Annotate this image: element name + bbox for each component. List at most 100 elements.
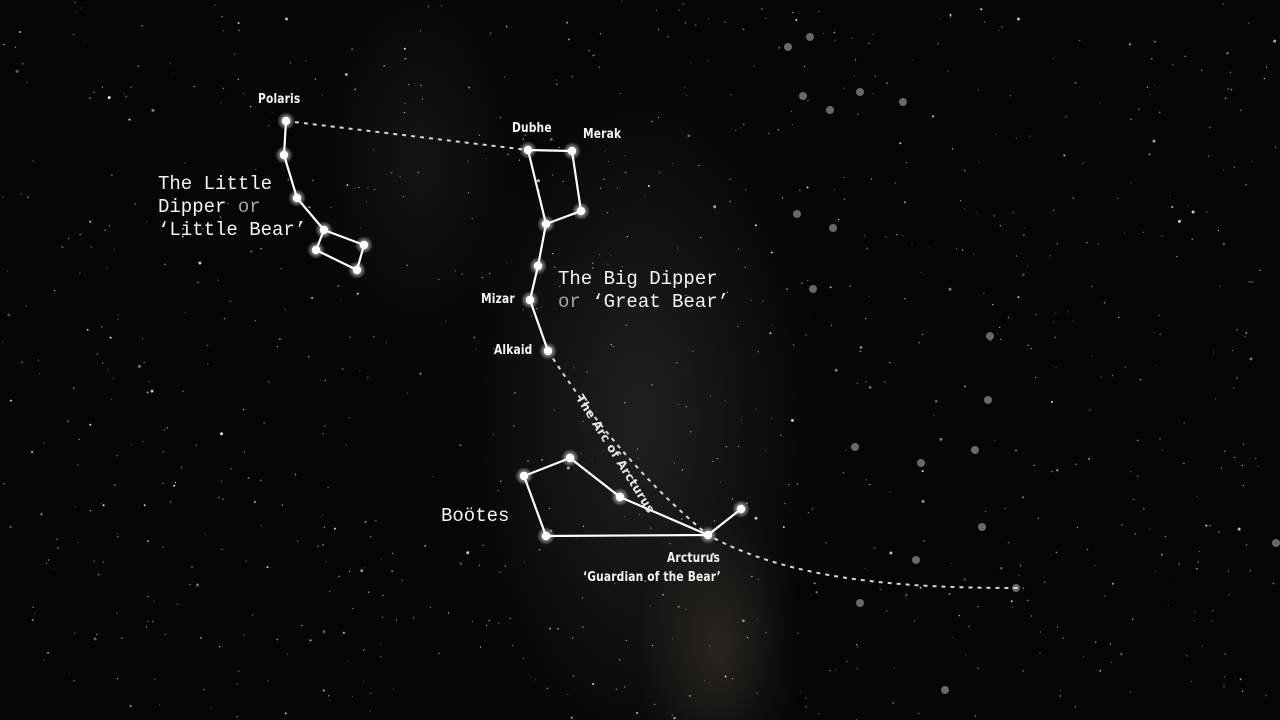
- background-star: [616, 187, 619, 189]
- background-star: [546, 687, 548, 690]
- background-star: [607, 160, 610, 162]
- little-dipper-line2: Dipper or: [158, 196, 306, 219]
- background-star: [1151, 58, 1153, 60]
- background-star: [1050, 401, 1053, 403]
- background-star: [654, 703, 656, 705]
- background-star: [438, 278, 440, 281]
- background-star: [1223, 169, 1225, 172]
- background-star: [865, 479, 867, 481]
- background-star: [73, 34, 75, 36]
- background-star: [1142, 231, 1144, 233]
- background-star: [1091, 355, 1093, 357]
- background-star: [1020, 565, 1022, 567]
- background-star: [1063, 154, 1066, 157]
- background-star: [549, 137, 553, 141]
- background-star: [1255, 457, 1257, 460]
- background-star: [698, 164, 700, 167]
- background-star: [117, 678, 119, 680]
- background-star: [849, 285, 851, 287]
- background-star: [112, 377, 115, 379]
- background-star: [1054, 336, 1056, 338]
- background-star: [999, 326, 1001, 328]
- background-star: [948, 593, 951, 595]
- big-dipper-star: [533, 261, 543, 271]
- background-star: [838, 218, 840, 221]
- background-star: [1138, 108, 1140, 110]
- background-star: [1029, 135, 1031, 137]
- background-star: [146, 391, 149, 394]
- merak-label: Merak: [583, 127, 622, 142]
- faded-stars: [784, 33, 1280, 694]
- background-star: [1010, 95, 1012, 97]
- background-star: [363, 649, 365, 651]
- background-star: [667, 36, 669, 38]
- background-star: [271, 111, 273, 113]
- background-star: [707, 18, 710, 20]
- background-star: [1066, 311, 1069, 313]
- background-star: [1112, 375, 1114, 377]
- background-star: [557, 627, 560, 630]
- mizar-label: Mizar: [481, 292, 515, 307]
- background-star: [687, 134, 691, 138]
- background-star: [238, 670, 240, 673]
- background-star: [488, 619, 490, 622]
- background-star: [382, 595, 384, 597]
- background-star: [597, 425, 599, 427]
- background-star: [1039, 631, 1041, 633]
- background-star: [784, 503, 786, 505]
- background-star: [995, 133, 997, 135]
- background-star: [895, 182, 897, 184]
- background-star: [1244, 336, 1246, 338]
- background-star: [328, 699, 331, 701]
- background-star: [56, 538, 59, 541]
- background-star: [1266, 66, 1268, 68]
- background-star: [1225, 97, 1227, 99]
- background-star: [629, 473, 631, 475]
- background-star: [822, 32, 824, 34]
- background-star: [1022, 496, 1025, 499]
- background-star: [93, 91, 95, 93]
- background-star: [1227, 88, 1229, 90]
- background-star: [220, 102, 222, 104]
- background-star: [1030, 348, 1032, 350]
- background-star: [677, 404, 680, 406]
- background-star: [75, 11, 77, 13]
- background-star: [868, 42, 870, 44]
- background-star: [624, 686, 626, 688]
- background-star: [592, 683, 595, 685]
- background-star: [202, 228, 204, 230]
- background-star: [939, 18, 941, 20]
- background-star: [829, 670, 831, 672]
- background-star: [919, 586, 922, 589]
- background-star: [610, 344, 613, 346]
- background-star: [359, 370, 361, 372]
- background-star: [1218, 531, 1220, 533]
- background-star: [978, 161, 980, 163]
- background-star: [290, 62, 292, 64]
- background-star: [266, 566, 269, 569]
- background-star: [481, 276, 483, 279]
- background-star: [33, 612, 36, 614]
- background-star: [872, 33, 874, 35]
- background-star: [1121, 524, 1123, 526]
- background-star: [392, 688, 395, 690]
- background-star: [1236, 377, 1238, 379]
- background-star: [20, 193, 22, 195]
- background-star: [141, 338, 144, 340]
- background-star: [268, 125, 270, 127]
- background-star: [624, 154, 626, 157]
- background-star: [582, 525, 585, 527]
- background-star: [1191, 238, 1193, 240]
- background-star: [834, 368, 838, 372]
- background-star: [153, 600, 155, 602]
- background-star: [921, 499, 925, 503]
- background-star: [1224, 653, 1226, 655]
- background-star: [884, 381, 886, 383]
- background-star: [672, 163, 674, 165]
- background-star: [677, 247, 679, 249]
- background-star: [169, 63, 171, 65]
- background-star: [978, 89, 980, 91]
- background-star: [504, 565, 506, 567]
- background-star: [9, 399, 12, 402]
- background-star: [116, 612, 118, 614]
